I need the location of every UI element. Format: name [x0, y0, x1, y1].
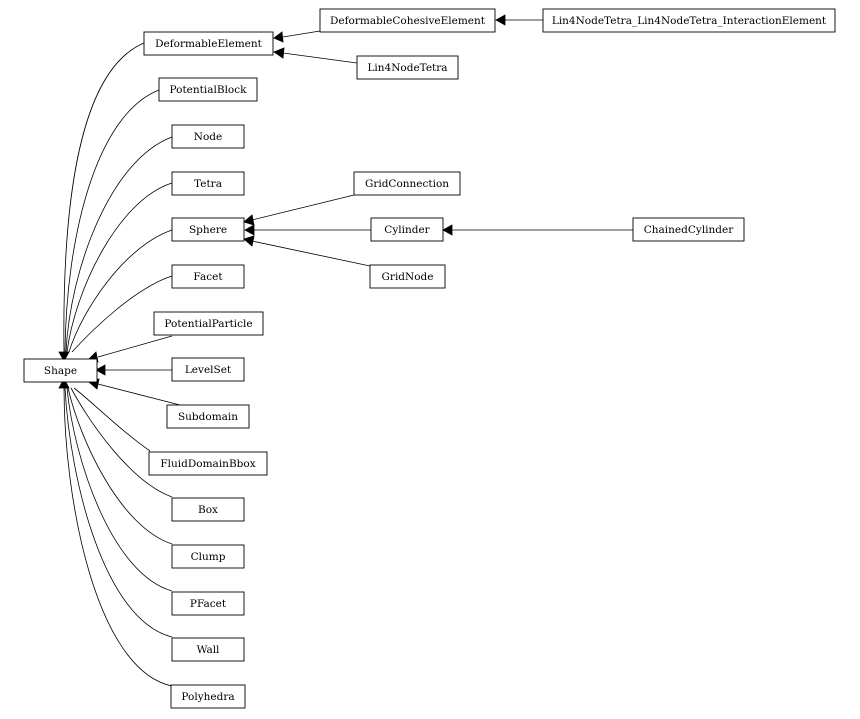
class-node-chained-cylinder[interactable]: ChainedCylinder — [632, 217, 745, 242]
svg-text:Box: Box — [198, 504, 218, 516]
edge-node-to-shape — [65, 136, 173, 353]
svg-text:PFacet: PFacet — [190, 598, 227, 610]
class-node-box[interactable]: Box — [171, 497, 245, 522]
class-node-deformable-element[interactable]: DeformableElement — [143, 31, 274, 56]
svg-text:Lin4NodeTetra_Lin4NodeTetra_In: Lin4NodeTetra_Lin4NodeTetra_InteractionE… — [552, 15, 827, 27]
class-node-sphere[interactable]: Sphere — [171, 217, 245, 242]
class-node-grid-node[interactable]: GridNode — [369, 264, 446, 289]
class-node-node[interactable]: Node — [171, 124, 245, 149]
inheritance-edges — [58, 14, 633, 687]
edge-level-set-to-shape — [95, 364, 172, 376]
class-node-clump[interactable]: Clump — [171, 544, 245, 569]
class-node-cylinder[interactable]: Cylinder — [370, 217, 444, 242]
svg-text:Polyhedra: Polyhedra — [181, 691, 234, 703]
edge-clump-to-shape — [67, 387, 173, 545]
svg-text:Wall: Wall — [197, 644, 220, 656]
edge-fluid-domain-bbox-to-shape — [73, 387, 151, 452]
edge-wall-to-shape — [64, 387, 173, 638]
svg-text:Node: Node — [194, 131, 222, 143]
edge-deformable-element-to-shape — [58, 42, 145, 362]
svg-text:GridNode: GridNode — [382, 271, 434, 283]
class-node-polyhedra[interactable]: Polyhedra — [170, 684, 246, 709]
svg-text:Subdomain: Subdomain — [178, 411, 238, 423]
edge-deformable-cohesive-element-to-deformable-element — [273, 30, 321, 43]
class-node-wall[interactable]: Wall — [171, 637, 245, 662]
svg-text:Sphere: Sphere — [189, 224, 227, 236]
svg-text:Clump: Clump — [191, 551, 226, 563]
class-node-deformable-cohesive-element[interactable]: DeformableCohesiveElement — [319, 8, 496, 33]
edge-sphere-to-shape — [68, 229, 173, 353]
svg-text:PotentialParticle: PotentialParticle — [164, 318, 252, 330]
svg-text:GridConnection: GridConnection — [365, 178, 449, 190]
svg-text:LevelSet: LevelSet — [185, 364, 232, 376]
class-node-lin4-node-tetra[interactable]: Lin4NodeTetra — [356, 55, 459, 80]
edge-polyhedra-to-shape — [58, 378, 173, 687]
class-node-subdomain[interactable]: Subdomain — [166, 404, 250, 429]
class-node-potential-block[interactable]: PotentialBlock — [158, 77, 258, 102]
class-node-fluid-domain-bbox[interactable]: FluidDomainBbox — [148, 451, 268, 476]
svg-text:FluidDomainBbox: FluidDomainBbox — [160, 458, 255, 470]
class-node-grid-connection[interactable]: GridConnection — [353, 171, 461, 196]
svg-text:Cylinder: Cylinder — [384, 224, 430, 236]
edge-subdomain-to-shape — [88, 378, 181, 406]
svg-text:DeformableElement: DeformableElement — [155, 38, 263, 50]
class-node-facet[interactable]: Facet — [171, 264, 245, 289]
edge-facet-to-shape — [71, 275, 173, 353]
svg-text:Shape: Shape — [44, 365, 77, 377]
edge-chained-cylinder-to-cylinder — [442, 224, 633, 236]
edge-tetra-to-shape — [66, 182, 173, 353]
edge-potential-particle-to-shape — [88, 335, 173, 363]
class-node-lin4-interaction-element[interactable]: Lin4NodeTetra_Lin4NodeTetra_InteractionE… — [542, 8, 836, 33]
edge-potential-block-to-shape — [64, 89, 160, 353]
svg-text:ChainedCylinder: ChainedCylinder — [644, 224, 734, 236]
svg-text:DeformableCohesiveElement: DeformableCohesiveElement — [330, 15, 486, 27]
edge-box-to-shape — [70, 387, 173, 498]
edge-pfacet-to-shape — [66, 387, 173, 592]
class-node-potential-particle[interactable]: PotentialParticle — [153, 311, 264, 336]
class-node-pfacet[interactable]: PFacet — [171, 591, 245, 616]
edge-lin4-node-tetra-to-deformable-element — [273, 47, 358, 64]
svg-text:PotentialBlock: PotentialBlock — [170, 84, 248, 96]
svg-text:Lin4NodeTetra: Lin4NodeTetra — [367, 62, 447, 74]
edge-grid-node-to-sphere — [243, 235, 371, 267]
edge-lin4-interaction-to-deformable-cohesive — [495, 14, 543, 26]
svg-text:Tetra: Tetra — [194, 178, 222, 190]
edge-cylinder-to-sphere — [244, 224, 371, 236]
svg-text:Facet: Facet — [193, 271, 223, 283]
class-nodes: Shape DeformableElement PotentialBlock N… — [23, 8, 836, 709]
class-node-level-set[interactable]: LevelSet — [171, 357, 245, 382]
class-node-shape[interactable]: Shape — [23, 358, 98, 383]
class-node-tetra[interactable]: Tetra — [171, 171, 245, 196]
edge-grid-connection-to-sphere — [243, 194, 355, 226]
